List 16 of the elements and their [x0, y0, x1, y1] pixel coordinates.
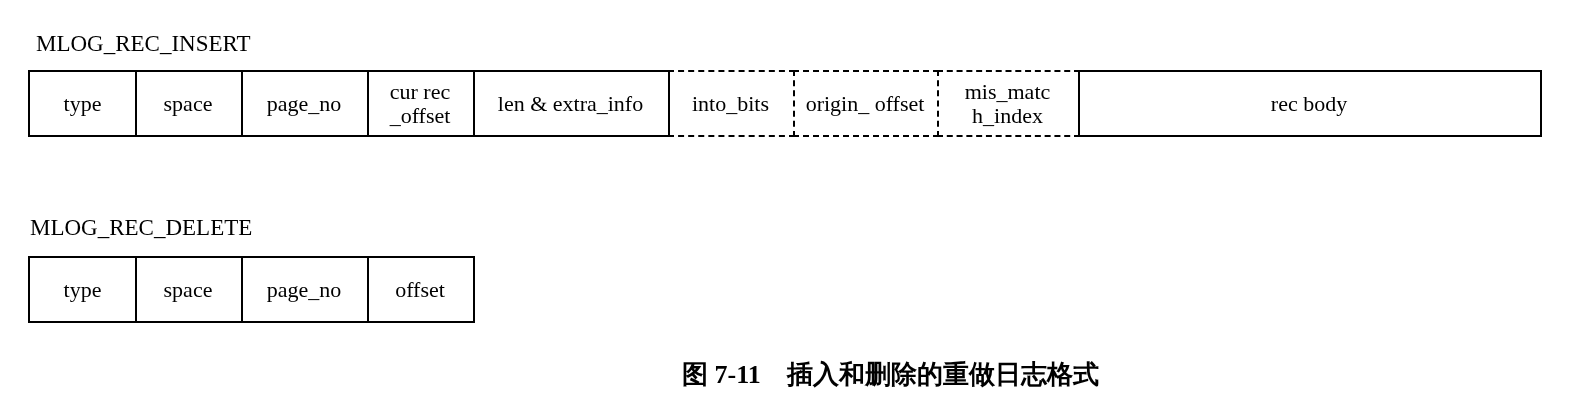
- field-cell: type: [28, 256, 137, 323]
- field-cell: type: [28, 70, 137, 137]
- field-cell: offset: [367, 256, 475, 323]
- field-cell: rec body: [1078, 70, 1542, 137]
- field-cell: cur rec _offset: [367, 70, 475, 137]
- field-cell: into_bits: [668, 70, 795, 137]
- field-cell: page_no: [241, 256, 369, 323]
- figure-caption: 图 7-11 插入和删除的重做日志格式: [682, 362, 1099, 388]
- field-cell: mis_matc h_index: [937, 70, 1080, 137]
- field-cell: space: [135, 256, 243, 323]
- record-type-label: MLOG_REC_INSERT: [36, 32, 251, 55]
- field-cell: page_no: [241, 70, 369, 137]
- field-cell: len & extra_info: [473, 70, 670, 137]
- field-cell: space: [135, 70, 243, 137]
- field-cell: origin_ offset: [793, 70, 939, 137]
- record-type-label: MLOG_REC_DELETE: [30, 216, 253, 239]
